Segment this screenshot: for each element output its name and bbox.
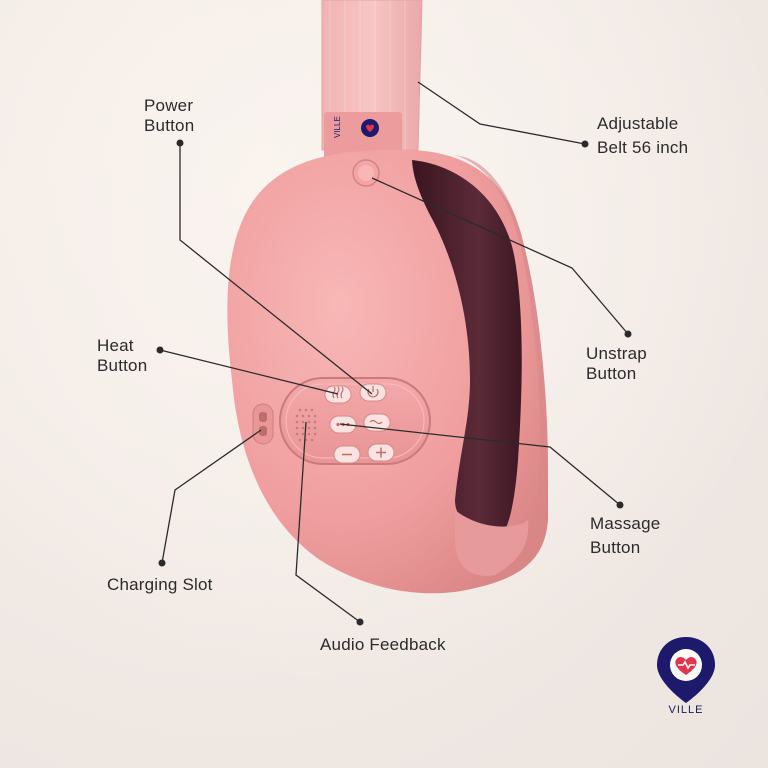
heat-button[interactable] (324, 385, 352, 404)
plus-button[interactable] (367, 443, 395, 462)
leader-heat (159, 349, 339, 395)
label-power-button: Power Button (144, 96, 195, 135)
inner-cushion (455, 510, 529, 576)
heart-icon (675, 657, 697, 675)
location-pin-icon (657, 637, 715, 703)
plus-icon (376, 447, 386, 458)
heat-icon (332, 386, 344, 399)
power-button[interactable] (359, 383, 387, 402)
label-adjustable-belt: Adjustable Belt 56 inch (597, 114, 689, 157)
leader-unstrap (371, 177, 629, 335)
label-massage-button: Massage Button (590, 514, 661, 557)
leader-charging (161, 429, 262, 564)
strap-tag-text: VILLE (333, 116, 342, 138)
unstrap-button[interactable] (352, 159, 380, 187)
label-unstrap-button: Unstrap Button (586, 344, 647, 383)
charging-slot[interactable] (252, 403, 274, 445)
leader-belt (417, 81, 586, 145)
brand-name: VILLE (668, 704, 704, 716)
label-audio-feedback: Audio Feedback (320, 635, 446, 654)
leader-dots (156, 139, 632, 626)
label-charging-slot: Charging Slot (107, 575, 213, 594)
leader-lines (159, 81, 629, 623)
leader-massage (339, 423, 621, 506)
wave-icon (369, 419, 383, 425)
leader-power (179, 143, 373, 395)
strap-tag-logo (361, 119, 379, 137)
adjustable-belt (321, 0, 423, 158)
brand-logo: VILLE (651, 635, 721, 725)
leader-audio (295, 421, 361, 623)
minus-button[interactable] (333, 445, 361, 464)
massage-cavity (412, 160, 522, 530)
label-heat-button: Heat Button (97, 336, 148, 375)
